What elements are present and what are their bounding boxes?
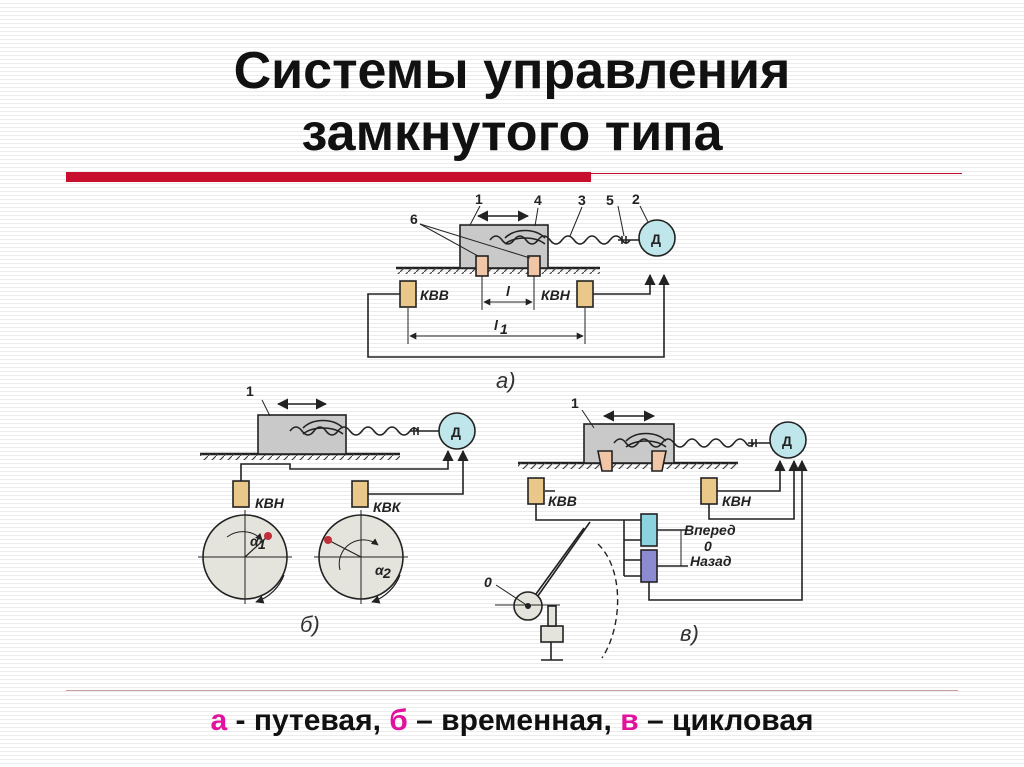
bottom-rule (66, 690, 958, 691)
caption-text-v: – цикловая (638, 704, 814, 737)
caption-text-a: - путевая, (227, 704, 390, 737)
diagram-a-kvv-label: КВВ (420, 287, 449, 303)
diagram-a-l1-sub: 1 (500, 321, 508, 337)
diagram-a-num-6: 6 (410, 211, 418, 227)
diagram-b-alpha2-sub: 2 (382, 565, 391, 581)
diagram-v-valve-backward (640, 549, 658, 583)
diagram-b (198, 398, 476, 604)
diagram-b-alpha1: α (250, 533, 260, 549)
diagram-b-motor-label: Д (451, 424, 461, 440)
diagram-b-switch-kvn (232, 480, 250, 508)
diagram-b-stop-left (264, 532, 272, 540)
diagram-v-wire-kvn (545, 461, 780, 492)
diagram-v-wire-kvn-2 (708, 459, 800, 520)
diagram-a-kvn-label: КВН (541, 287, 571, 303)
diagram-v-forward-label: Вперед (684, 522, 736, 538)
diagram-a-wire-kvn (593, 273, 656, 295)
diagram-v-tool-arm (534, 521, 591, 601)
diagram-b-num-1: 1 (246, 383, 254, 399)
diagram-b-stop-right (324, 536, 332, 544)
diagram-a-num-1: 1 (475, 191, 483, 207)
diagram-b-motor (438, 412, 476, 450)
diagram-a-num-4: 4 (534, 192, 542, 208)
diagram-b-rotation-left (255, 574, 285, 604)
diagram-a-switch-kvv (399, 280, 417, 308)
diagram-a-caption: а) (496, 368, 516, 393)
caption-letter-b: б (389, 704, 408, 737)
diagram-v-nut (625, 432, 667, 442)
diagram-v-wire-kvv-a (535, 504, 600, 521)
caption-letter-v: в (620, 704, 639, 737)
diagram-v-zero-2: 0 (484, 574, 492, 590)
diagram-a (367, 205, 676, 358)
diagram-b-lead-screw (289, 426, 419, 436)
diagram-a-motor-label: Д (651, 231, 661, 247)
diagram-v-switch-kvv (527, 477, 545, 505)
diagram-a-lead-screw (489, 235, 631, 245)
diagram-b-nut (302, 419, 344, 429)
title-rule-red (66, 172, 591, 182)
diagram-a-l1-label: l (494, 317, 499, 333)
diagram-v-valve-forward (640, 513, 658, 547)
diagram-b-kvn-label: КВН (255, 495, 285, 511)
diagram-b-alpha2: α (375, 562, 385, 578)
diagram-v-wire-valve (648, 459, 808, 601)
diagram-a-motor (638, 219, 676, 257)
diagram-b-switch-kvk (351, 480, 369, 508)
diagram-b-rotation-right (371, 574, 401, 604)
caption-text-b: – временная, (407, 704, 621, 737)
diagram-b-kvk-label: КВК (373, 499, 402, 515)
diagram-v-lead-screw (613, 438, 755, 448)
diagram-a-floor-hatch (396, 268, 600, 274)
diagram-v-num-1: 1 (571, 395, 579, 411)
diagram-v-stand (540, 625, 564, 643)
diagram-v-kvv-label: КВВ (548, 493, 577, 509)
caption-letter-a: а (210, 704, 228, 737)
slide-title: Системы управления замкнутого типа (0, 40, 1024, 164)
diagram-a-l-label: l (506, 283, 511, 299)
title-line-1: Системы управления (233, 42, 791, 100)
diagram-b-wire-kvk (368, 449, 469, 495)
diagram-v-switch-kvn (700, 477, 718, 505)
diagram-b-wire-kvn (240, 449, 454, 481)
diagram-v-swing-arc (597, 543, 619, 659)
diagram-v (495, 409, 808, 661)
diagram-v-caption: в) (680, 621, 699, 646)
diagram-v-cam-right (651, 450, 667, 472)
diagram-b-caption: б) (300, 612, 320, 637)
diagram-a-num-2: 2 (632, 191, 640, 207)
diagram-a-cam-right (527, 255, 541, 277)
diagram-v-kvn-label: КВН (722, 493, 752, 509)
diagram-a-num-5: 5 (606, 192, 614, 208)
legend-caption: а - путевая, б – временная, в – цикловая (0, 704, 1024, 738)
diagram-v-cam-left (597, 450, 613, 472)
diagram-a-cam-left (475, 255, 489, 277)
diagram-a-switch-kvn (576, 280, 594, 308)
diagram-v-zero-1: 0 (704, 538, 712, 554)
title-line-2: замкнутого типа (301, 104, 723, 162)
diagram-a-wire-kvv (367, 273, 670, 358)
diagram-a-num-3: 3 (578, 192, 586, 208)
diagram-b-alpha1-sub: 1 (258, 536, 266, 552)
diagram-v-backward-label: Назад (690, 553, 732, 569)
diagram-v-motor-label: Д (782, 433, 792, 449)
